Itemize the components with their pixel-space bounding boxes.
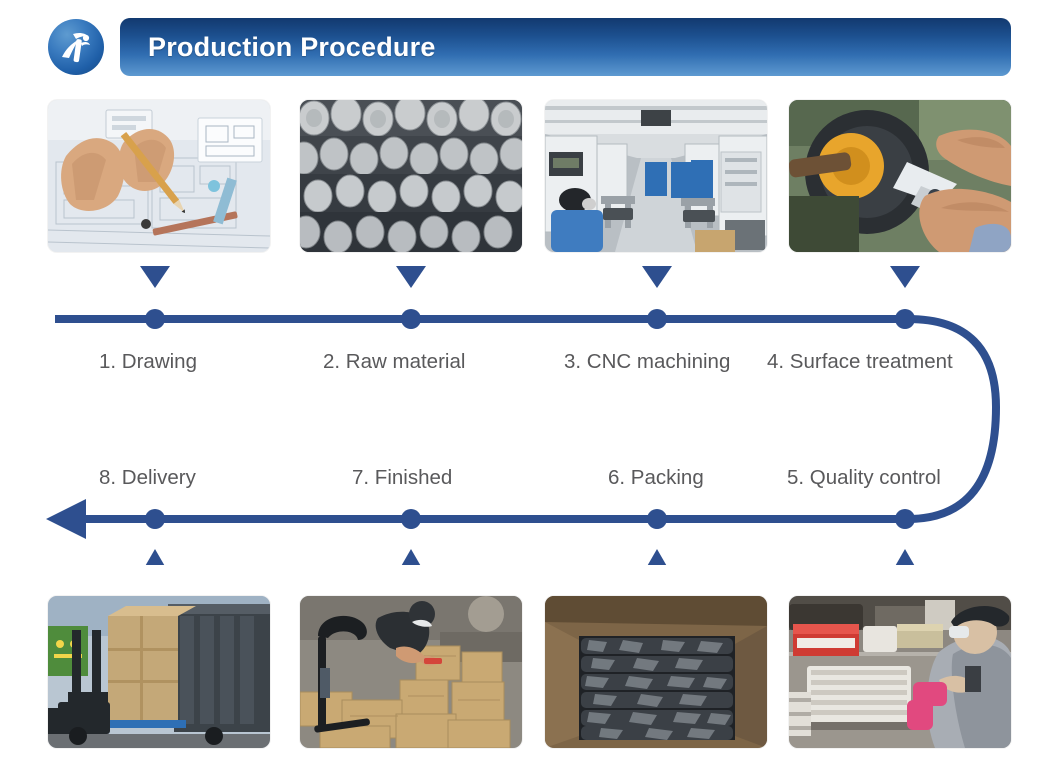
company-monogram-logo <box>48 19 104 75</box>
step-label-4: 4. Surface treatment <box>767 350 953 373</box>
down-arrow-markers <box>140 266 920 288</box>
header: Production Procedure <box>0 0 1060 92</box>
title-banner: Production Procedure <box>120 18 1011 76</box>
step-image-surface-treatment <box>789 100 1011 252</box>
step-image-packing <box>545 596 767 748</box>
step-label-3: 3. CNC machining <box>564 350 731 373</box>
step-image-raw-material <box>300 100 522 252</box>
step-label-1: 1. Drawing <box>99 350 197 373</box>
step-label-8: 8. Delivery <box>99 466 196 489</box>
timeline-nodes-top <box>145 309 915 329</box>
step-label-6: 6. Packing <box>608 466 704 489</box>
step-label-2: 2. Raw material <box>323 350 466 373</box>
step-image-drawing <box>48 100 270 252</box>
process-timeline <box>0 255 1060 565</box>
step-image-quality-control <box>789 596 1011 748</box>
step-image-cnc-machining <box>545 100 767 252</box>
step-image-finished <box>300 596 522 748</box>
timeline-nodes-bottom <box>145 509 915 529</box>
step-label-7: 7. Finished <box>352 466 453 489</box>
step-image-delivery <box>48 596 270 748</box>
page-title: Production Procedure <box>148 31 436 62</box>
up-arrow-markers <box>145 549 915 565</box>
bottom-image-row <box>0 596 1060 751</box>
step-label-5: 5. Quality control <box>787 466 941 489</box>
top-image-row <box>0 100 1060 255</box>
